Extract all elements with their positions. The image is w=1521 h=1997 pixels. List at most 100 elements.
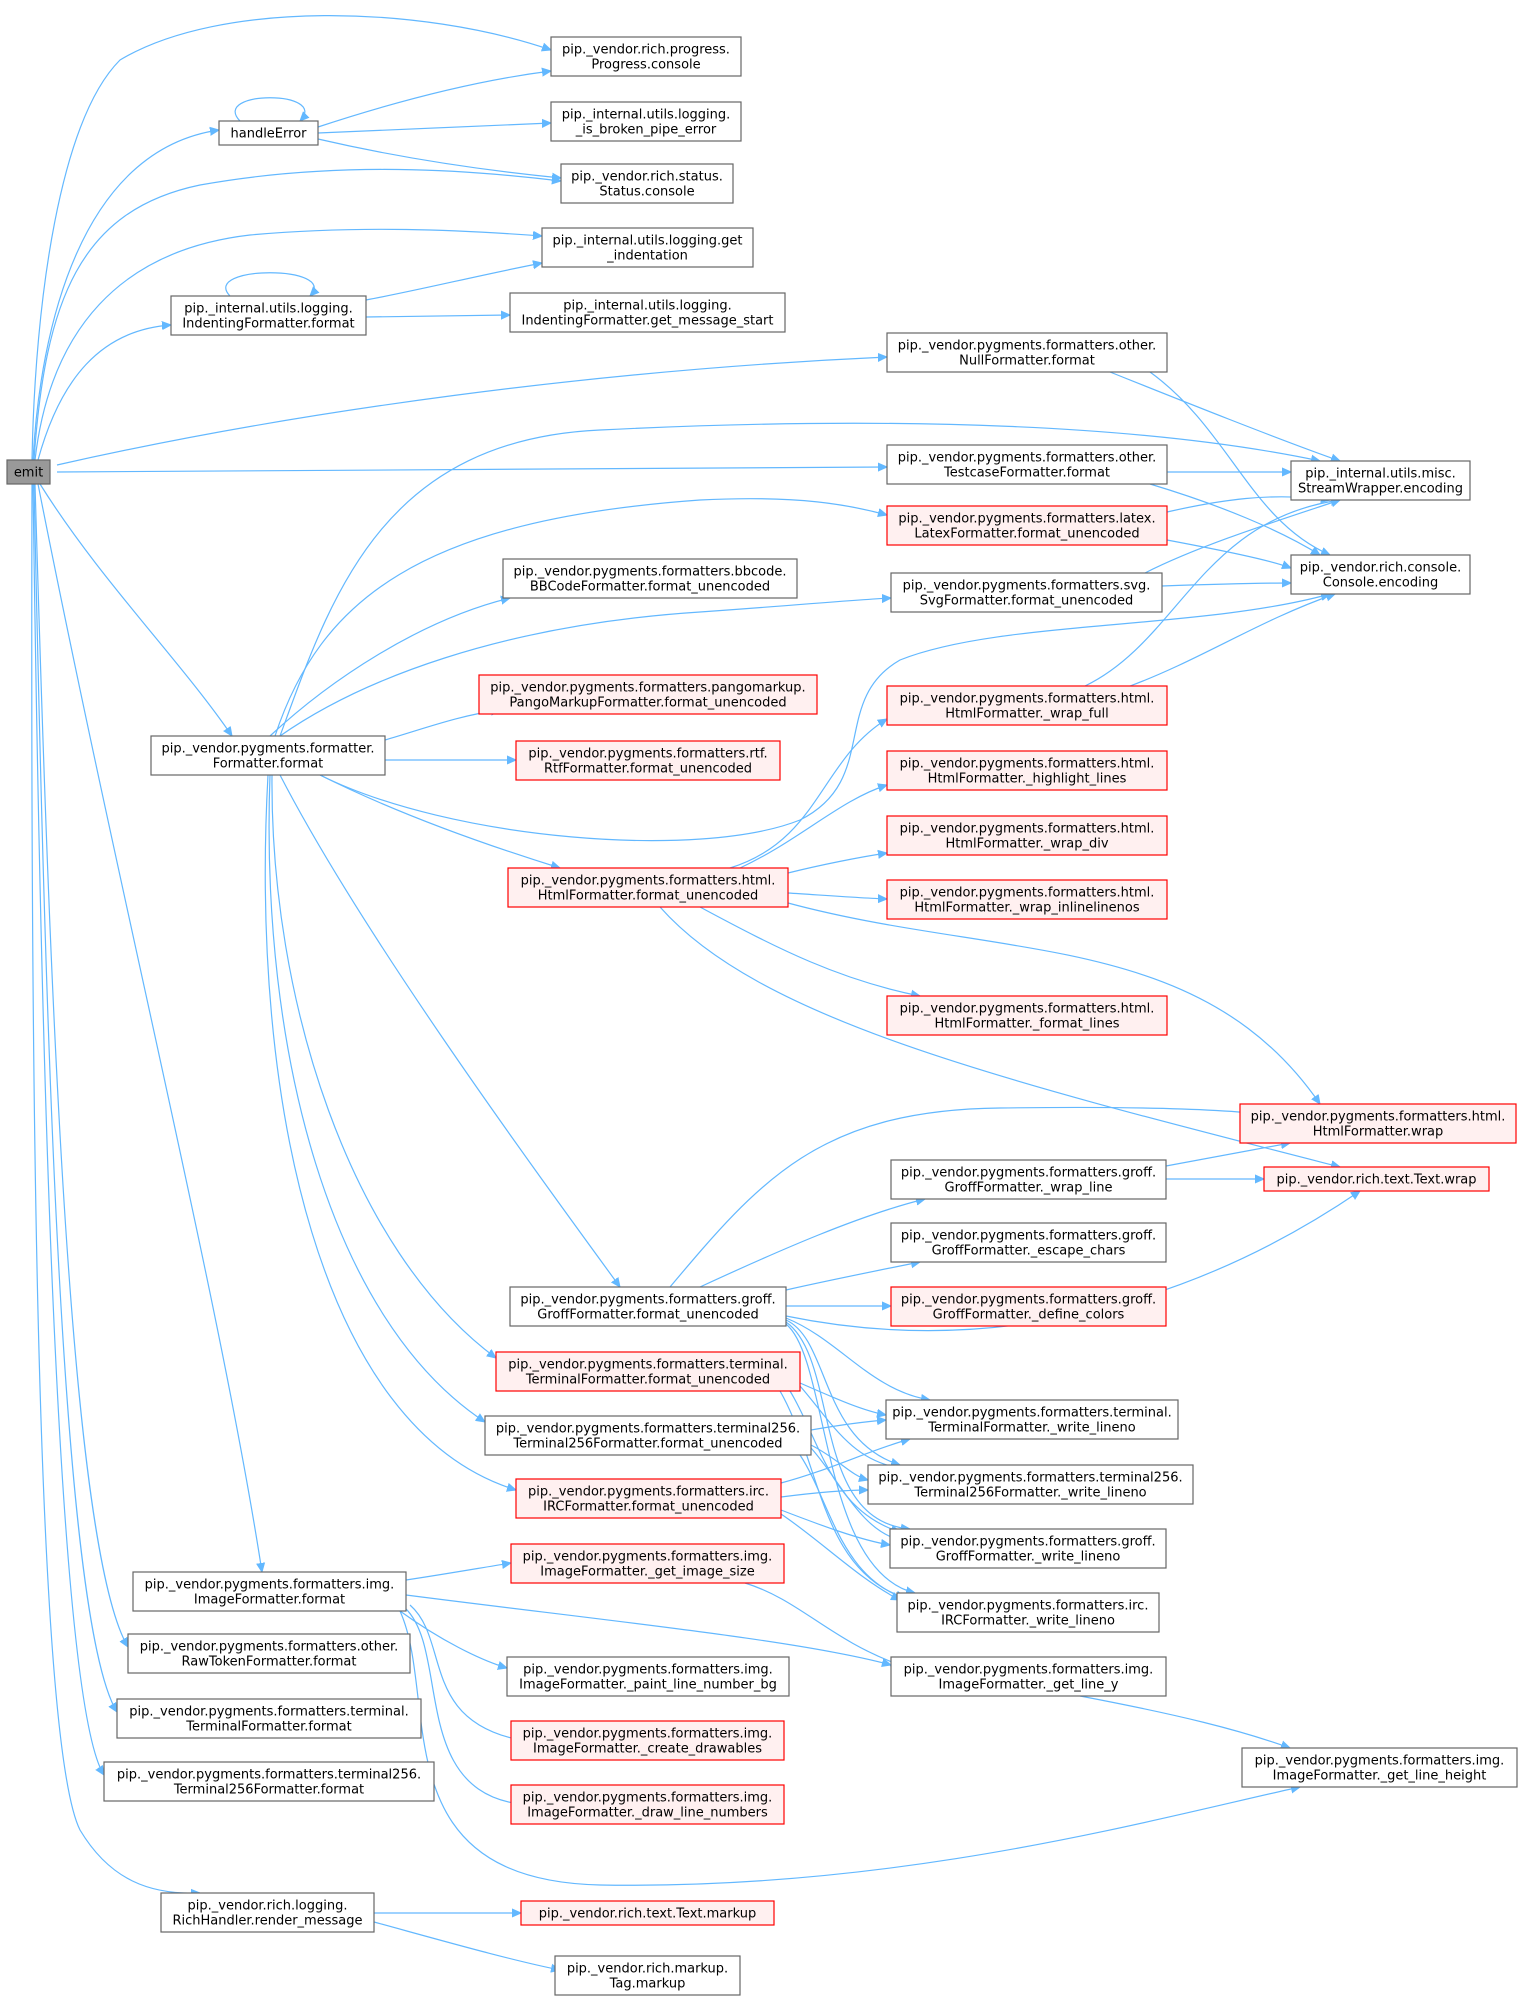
node-box (509, 1286, 787, 1327)
edge-line (785, 1319, 900, 1465)
node-t256wl[interactable]: pip._vendor.pygments.formatters.terminal… (867, 1464, 1194, 1505)
edge-line (404, 1607, 520, 1804)
node-wrapdiv[interactable]: pip._vendor.pygments.formatters.html.Htm… (886, 815, 1168, 856)
node-rawfmt[interactable]: pip._vendor.pygments.formatters.other.Ra… (127, 1633, 411, 1674)
node-broken[interactable]: pip._internal.utils.logging._is_broken_p… (550, 101, 742, 142)
node-ircfmt[interactable]: pip._vendor.pygments.formatters.irc.IRCF… (515, 1478, 782, 1519)
node-wrapfull[interactable]: pip._vendor.pygments.formatters.html.Htm… (886, 685, 1168, 726)
node-label-line: pip._vendor.pygments.formatters.terminal… (129, 1705, 408, 1720)
node-label-line: ImageFormatter._get_line_height (1273, 1769, 1487, 1784)
edge-emit-to-progress (31, 15, 551, 461)
node-inlineno[interactable]: pip._vendor.pygments.formatters.html.Htm… (886, 879, 1168, 920)
node-status[interactable]: pip._vendor.rich.status.Status.console (560, 163, 734, 204)
node-t256format[interactable]: pip._vendor.pygments.formatters.terminal… (103, 1761, 435, 1802)
node-lineheight[interactable]: pip._vendor.pygments.formatters.img.Imag… (1241, 1747, 1518, 1788)
node-progress[interactable]: pip._vendor.rich.progress.Progress.conso… (550, 36, 742, 77)
node-groffescape[interactable]: pip._vendor.pygments.formatters.groff.Gr… (890, 1222, 1167, 1263)
node-t256fmt[interactable]: pip._vendor.pygments.formatters.terminal… (484, 1415, 812, 1456)
node-box (890, 1222, 1167, 1263)
node-groffwl[interactable]: pip._vendor.pygments.formatters.groff.Gr… (889, 1528, 1167, 1569)
node-groffcolors[interactable]: pip._vendor.pygments.formatters.groff.Gr… (890, 1286, 1167, 1327)
edge-emit-to-t256format (32, 483, 104, 1775)
node-ircwl[interactable]: pip._vendor.pygments.formatters.irc.IRCF… (896, 1592, 1160, 1633)
node-label-line: ImageFormatter._get_image_size (540, 1565, 754, 1580)
edge-fmtformat-to-latex (274, 498, 887, 737)
node-drawables[interactable]: pip._vendor.pygments.formatters.img.Imag… (510, 1720, 785, 1761)
edge-line (787, 902, 1320, 1104)
node-imgfmt[interactable]: pip._vendor.pygments.formatters.img.Imag… (132, 1571, 407, 1612)
node-label-line: pip._vendor.pygments.formatters.html. (900, 886, 1155, 901)
node-handleError[interactable]: handleError (218, 120, 319, 146)
edge-nullfmt-to-swenc (1109, 371, 1340, 461)
node-label-line: pip._vendor.pygments.formatters.img. (523, 1550, 773, 1565)
node-testfmt[interactable]: pip._vendor.pygments.formatters.other.Te… (886, 444, 1168, 485)
node-drawlinenos[interactable]: pip._vendor.pygments.formatters.img.Imag… (510, 1784, 785, 1825)
edge-handleError-to-broken (317, 123, 551, 134)
node-nullfmt[interactable]: pip._vendor.pygments.formatters.other.Nu… (886, 332, 1168, 373)
node-box (889, 1528, 1167, 1569)
node-label-line: pip._vendor.pygments.formatter. (161, 742, 374, 757)
edge-line (787, 853, 887, 874)
node-box (506, 1656, 790, 1697)
node-box (886, 505, 1168, 546)
node-tagmarkup[interactable]: pip._vendor.rich.markup.Tag.markup (554, 1955, 741, 1996)
node-label-line: pip._vendor.pygments.formatters.img. (523, 1791, 773, 1806)
node-getind[interactable]: pip._internal.utils.logging.get_indentat… (541, 227, 754, 268)
edge-line (699, 906, 920, 996)
edge-emit-to-handleError (32, 130, 219, 461)
edge-line (279, 774, 620, 1287)
edge-wrapfull-to-swenc (1084, 500, 1340, 687)
node-termformat[interactable]: pip._vendor.pygments.formatters.terminal… (116, 1698, 422, 1739)
edge-line (780, 1513, 900, 1600)
edge-line (810, 1447, 900, 1540)
node-bbcode[interactable]: pip._vendor.pygments.formatters.bbcode.B… (502, 558, 798, 599)
node-conenc[interactable]: pip._vendor.rich.console.Console.encodin… (1290, 554, 1471, 595)
node-latex[interactable]: pip._vendor.pygments.formatters.latex.La… (886, 505, 1168, 546)
edge-line (317, 123, 551, 134)
node-swenc[interactable]: pip._internal.utils.misc.StreamWrapper.e… (1290, 460, 1471, 501)
node-svg[interactable]: pip._vendor.pygments.formatters.svg.SvgF… (890, 572, 1163, 613)
node-richhandler[interactable]: pip._vendor.rich.logging.RichHandler.ren… (160, 1892, 375, 1933)
node-emit[interactable]: emit (6, 459, 51, 485)
node-box (886, 444, 1168, 485)
node-textmarkup[interactable]: pip._vendor.rich.text.Text.markup (520, 1900, 775, 1926)
node-label-line: pip._vendor.rich.status. (571, 170, 723, 185)
node-paintbg[interactable]: pip._vendor.pygments.formatters.img.Imag… (506, 1656, 790, 1697)
node-imgsize[interactable]: pip._vendor.pygments.formatters.img.Imag… (510, 1543, 785, 1584)
edge-grofffmt-to-htmlwrap (669, 1106, 1270, 1288)
node-pango[interactable]: pip._vendor.pygments.formatters.pangomar… (478, 674, 818, 715)
edge-line (34, 483, 128, 1647)
node-groffwrapline[interactable]: pip._vendor.pygments.formatters.groff.Gr… (890, 1159, 1167, 1200)
edge-line (319, 774, 560, 868)
node-label-line: _is_broken_pipe_error (575, 123, 717, 138)
edge-line (405, 1594, 891, 1665)
edge-line (799, 1385, 900, 1468)
node-textwrap[interactable]: pip._vendor.rich.text.Text.wrap (1263, 1166, 1490, 1192)
edge-line (373, 1921, 560, 1970)
node-fmtlines[interactable]: pip._vendor.pygments.formatters.html.Htm… (886, 995, 1168, 1036)
node-label-line: ImageFormatter._get_line_y (939, 1678, 1119, 1693)
edge-line (31, 15, 551, 461)
node-label-line: pip._vendor.pygments.formatters.terminal… (878, 1471, 1182, 1486)
edge-line (1109, 371, 1340, 461)
node-fmtformat[interactable]: pip._vendor.pygments.formatter.Formatter… (150, 735, 386, 776)
node-termwl[interactable]: pip._vendor.pygments.formatters.terminal… (885, 1399, 1179, 1440)
node-rtf[interactable]: pip._vendor.pygments.formatters.rtf.RtfF… (515, 740, 781, 781)
node-highlight[interactable]: pip._vendor.pygments.formatters.html.Htm… (886, 750, 1168, 791)
node-indfmt[interactable]: pip._internal.utils.logging.IndentingFor… (170, 295, 367, 336)
node-box (550, 36, 742, 77)
node-getmsg[interactable]: pip._internal.utils.logging.IndentingFor… (509, 292, 786, 333)
node-box (886, 815, 1168, 856)
node-label-line: pip._vendor.pygments.formatters.terminal… (496, 1422, 800, 1437)
node-label-line: GroffFormatter.format_unencoded (537, 1308, 758, 1323)
node-box (896, 1592, 1160, 1633)
node-htmlwrap[interactable]: pip._vendor.pygments.formatters.html.Htm… (1239, 1103, 1517, 1144)
node-termfmt[interactable]: pip._vendor.pygments.formatters.terminal… (495, 1351, 801, 1392)
edge-line (744, 1582, 900, 1665)
node-grofffmt[interactable]: pip._vendor.pygments.formatters.groff.Gr… (509, 1286, 787, 1327)
node-getliney[interactable]: pip._vendor.pygments.formatters.img.Imag… (890, 1656, 1167, 1697)
node-label-line: pip._vendor.pygments.formatters.other. (898, 451, 1157, 466)
node-htmlfmt[interactable]: pip._vendor.pygments.formatters.html.Htm… (507, 867, 789, 908)
node-label-line: emit (14, 466, 43, 481)
